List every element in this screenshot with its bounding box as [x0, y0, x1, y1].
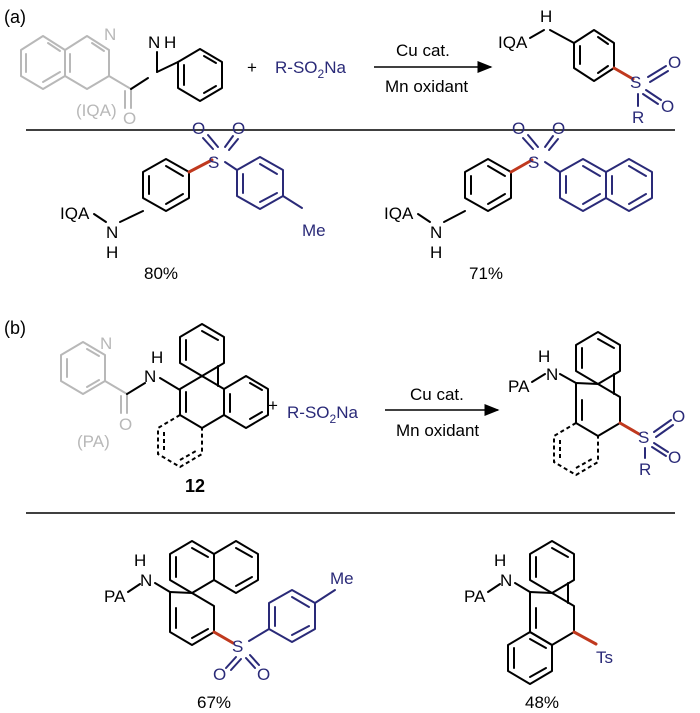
svg-text:O: O	[512, 119, 525, 138]
example-a1-methyl: Me	[302, 221, 326, 240]
svg-text:H: H	[151, 348, 163, 367]
svg-text:O: O	[232, 119, 245, 138]
part-a-label: (a)	[4, 7, 26, 27]
svg-text:S: S	[232, 637, 243, 656]
svg-text:H: H	[134, 551, 146, 570]
product-a: IQA H S O O R	[498, 7, 681, 127]
svg-text:H: H	[106, 243, 118, 262]
svg-text:S: S	[630, 73, 641, 92]
product-b: PA H N S O O R	[508, 331, 685, 479]
yield-a2: 71%	[469, 264, 503, 283]
svg-text:N: N	[144, 367, 156, 386]
condition-catalyst-b: Cu cat.	[410, 385, 464, 404]
iqa-amide-h: H	[164, 33, 176, 52]
svg-text:S: S	[208, 153, 219, 172]
condition-oxidant-a: Mn oxidant	[385, 77, 468, 96]
example-b1-naphthyl-tolylsulfone: PA H N S O O Me	[104, 540, 354, 684]
svg-text:H: H	[494, 551, 506, 570]
iqa-carbonyl-o: O	[123, 109, 136, 128]
iqa-amide-n: N	[148, 33, 160, 52]
svg-text:O: O	[661, 97, 674, 116]
svg-text:H: H	[538, 347, 550, 366]
svg-text:PA: PA	[508, 377, 530, 396]
pa-ring-n: N	[100, 334, 112, 353]
product-a-r-group: R	[632, 108, 644, 127]
compound-number-12: 12	[185, 476, 205, 496]
isoquinoline-carboxamide: N O N H (IQA)	[20, 25, 179, 128]
svg-text:H: H	[430, 243, 442, 262]
part-b-label: (b)	[4, 318, 26, 338]
svg-text:N: N	[140, 571, 152, 590]
compound-12-arene: 12	[157, 323, 269, 496]
iqa-ring-n: N	[104, 25, 116, 44]
svg-text:O: O	[192, 119, 205, 138]
yield-b2: 48%	[525, 693, 559, 712]
sulfinate-reagent-b: R-SO2Na	[287, 403, 358, 426]
aux-label-iqa: (IQA)	[76, 101, 117, 120]
svg-text:S: S	[528, 153, 539, 172]
svg-text:N: N	[106, 223, 118, 242]
example-b2-tosyl: Ts	[596, 648, 613, 667]
yield-b1: 67%	[197, 693, 231, 712]
example-b1-methyl: Me	[330, 569, 354, 588]
svg-text:N: N	[500, 571, 512, 590]
svg-text:PA: PA	[104, 587, 126, 606]
svg-text:IQA: IQA	[384, 204, 414, 223]
condition-catalyst-a: Cu cat.	[396, 41, 450, 60]
example-a1-tolyl-sulfone: IQA N H S O O Me	[60, 119, 326, 262]
aux-label-pa: (PA)	[77, 432, 110, 451]
example-b2-anthracenyl-ts: PA H N Ts	[464, 540, 613, 685]
svg-text:N: N	[430, 223, 442, 242]
svg-text:N: N	[546, 365, 558, 384]
svg-text:S: S	[638, 428, 649, 447]
picolinamide: N O N H (PA)	[60, 334, 163, 451]
pa-carbonyl-o: O	[119, 415, 132, 434]
n-phenyl-ring	[177, 48, 223, 102]
svg-text:IQA: IQA	[60, 204, 90, 223]
svg-text:PA: PA	[464, 587, 486, 606]
sulfinate-reagent-a: R-SO2Na	[275, 58, 346, 81]
svg-text:O: O	[257, 665, 270, 684]
svg-text:H: H	[540, 7, 552, 26]
product-b-r-group: R	[639, 460, 651, 479]
svg-text:O: O	[213, 665, 226, 684]
svg-text:O: O	[668, 53, 681, 72]
svg-text:IQA: IQA	[498, 33, 528, 52]
svg-text:O: O	[672, 407, 685, 426]
yield-a1: 80%	[144, 264, 178, 283]
plus-a: +	[247, 58, 257, 77]
svg-text:O: O	[668, 448, 681, 467]
condition-oxidant-b: Mn oxidant	[396, 421, 479, 440]
example-a2-naphthyl-sulfone: IQA N H S O O	[384, 119, 653, 262]
plus-b: +	[268, 396, 278, 415]
svg-text:O: O	[552, 119, 565, 138]
